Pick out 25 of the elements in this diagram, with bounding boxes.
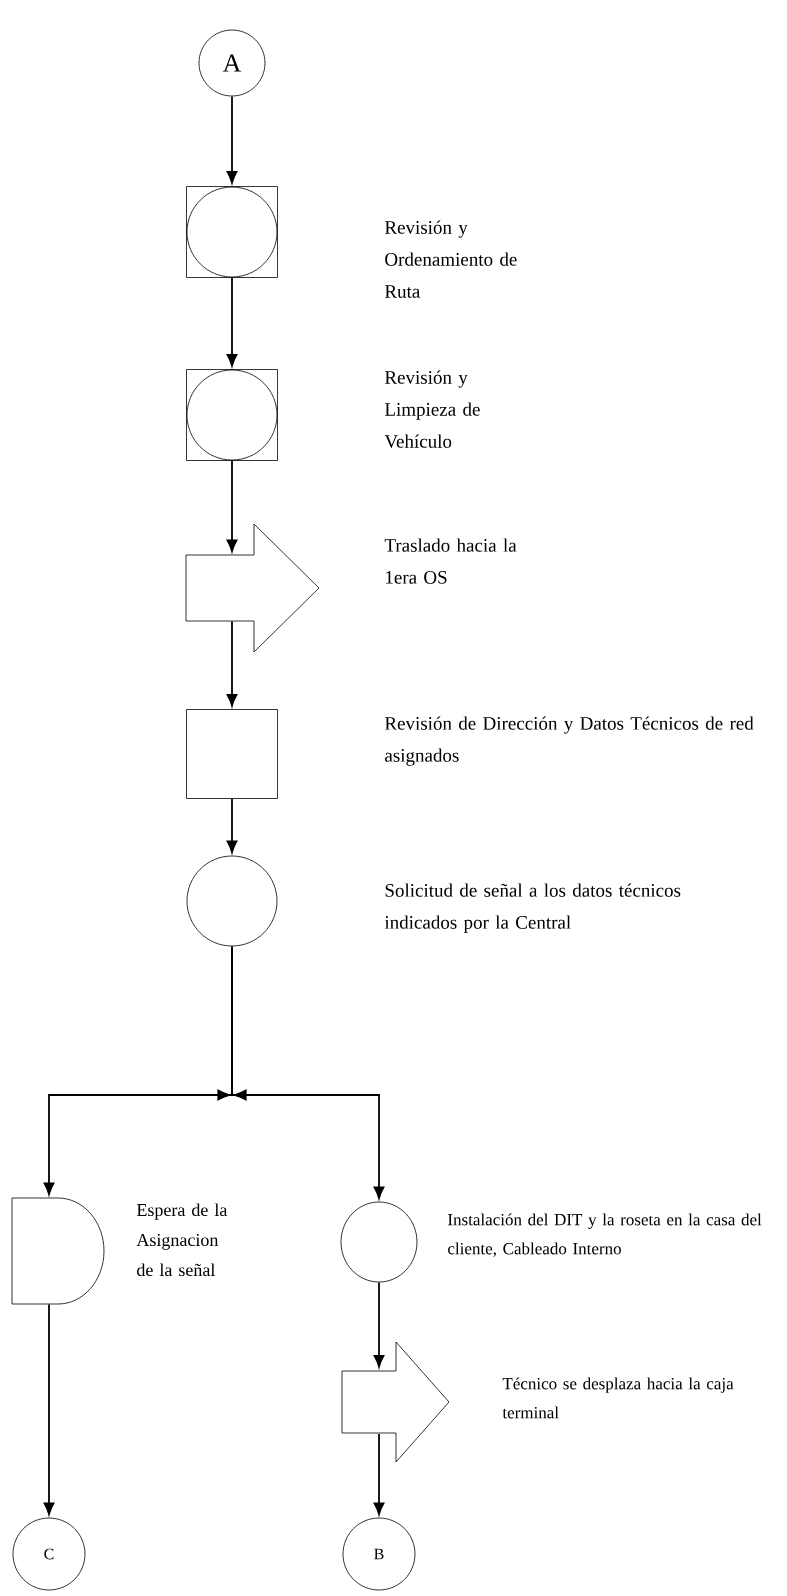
step-description: Técnico se desplaza hacia la caja terminal — [502, 1377, 734, 1419]
combined-symbol — [186, 186, 278, 278]
transport-symbol — [341, 1341, 450, 1463]
step-description: Instalación del DIT y la roseta en la casa del cliente, Cableado Interno — [448, 1213, 762, 1257]
delay-symbol — [11, 1197, 105, 1305]
arrow — [43, 1303, 55, 1515]
transport-symbol — [185, 523, 320, 653]
arrow — [373, 1433, 385, 1515]
step-description: Revisión y Limpieza de Vehículo — [384, 370, 480, 448]
arrow — [226, 277, 238, 367]
process-circle — [340, 1201, 418, 1283]
arrow — [226, 95, 238, 184]
process-circle — [186, 855, 278, 947]
arrow — [217, 945, 385, 1199]
step-description: Revisión de Dirección y Datos Técnicos de red asignados — [384, 716, 754, 766]
arrow — [226, 460, 238, 552]
process-box — [186, 709, 278, 799]
arrow — [226, 798, 238, 853]
step-description: Revisión y Ordenamiento de Ruta — [384, 220, 517, 298]
step-description: Espera de la Asignacion de la señal — [136, 1203, 228, 1277]
arrow — [373, 1281, 385, 1368]
step-description: Solicitud de señal a los datos técnicos indicados por la Central — [384, 883, 681, 933]
combined-symbol — [186, 369, 278, 461]
step-description: Traslado hacia la 1era OS — [384, 538, 517, 584]
arrow — [226, 620, 238, 707]
